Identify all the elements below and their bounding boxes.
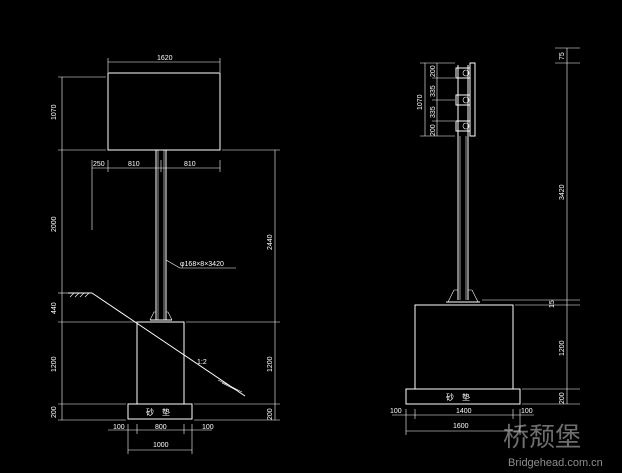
dim-segment-3: 335 <box>430 106 437 118</box>
dim-left-overhang: 250 <box>93 161 105 168</box>
dim-top: 75 <box>559 52 566 60</box>
dim-segment-1: 200 <box>430 65 437 77</box>
sand-footing <box>127 403 193 420</box>
dim-base-height-left: 1200 <box>51 356 58 372</box>
dim-footing-width: 1000 <box>153 442 169 449</box>
dim-footing-height: 200 <box>559 392 566 404</box>
dim-offset-left: 100 <box>390 408 402 415</box>
column-spec-label: φ168×8×3420 <box>180 261 224 268</box>
sign-board <box>107 72 221 151</box>
slope-ratio: 1:2 <box>197 359 207 366</box>
dim-board-height: 1070 <box>417 94 424 110</box>
bracket-top <box>455 67 471 79</box>
stiffener-plates <box>447 289 479 303</box>
footing-label: 砂 垫 <box>446 392 470 402</box>
dim-column-height: 3420 <box>559 184 566 200</box>
dim-segment-2: 335 <box>430 85 437 97</box>
dim-embed-depth: 440 <box>51 302 58 314</box>
dim-board-height: 1070 <box>51 104 58 120</box>
sand-footing <box>405 388 521 405</box>
dim-offset-right: 100 <box>202 424 214 431</box>
watermark-logo: 桥颓堡 <box>503 423 581 453</box>
dim-segment-4: 200 <box>430 124 437 136</box>
right-side-view: 砂 垫 100 1400 100 1600 1070 200 335 335 2… <box>390 47 580 435</box>
dim-board-width: 1620 <box>157 55 173 62</box>
dim-gap: 15 <box>549 300 556 308</box>
concrete-base <box>136 321 185 405</box>
stiffener-plates <box>149 311 173 321</box>
dim-footing-width: 1600 <box>453 423 469 430</box>
dim-base-width: 800 <box>155 424 167 431</box>
dim-column-height: 2000 <box>51 216 58 232</box>
footing-label: 砂 垫 <box>146 407 170 417</box>
dim-base-height-right: 1200 <box>267 356 274 372</box>
dim-offset-left: 100 <box>113 424 125 431</box>
bracket-middle <box>455 94 471 106</box>
slope-line <box>91 292 246 397</box>
dim-half-right: 810 <box>184 161 196 168</box>
dim-total-height: 2440 <box>267 234 274 250</box>
dim-offset-right: 100 <box>521 408 533 415</box>
bracket-bottom <box>455 120 471 132</box>
watermark: 桥颓堡 Bridgehead.com.cn <box>503 423 603 469</box>
watermark-url: Bridgehead.com.cn <box>508 457 603 469</box>
dim-half-left: 810 <box>128 161 140 168</box>
dim-footing-height-left: 200 <box>51 406 58 418</box>
board-profile <box>469 62 476 137</box>
dim-base-height: 1200 <box>559 340 566 356</box>
dim-base-width: 1400 <box>456 408 472 415</box>
concrete-base <box>414 304 514 390</box>
left-elevation-view: 1620 250 810 810 φ168×8×3420 1:2 <box>51 55 280 454</box>
dim-footing-height-right: 200 <box>267 408 274 420</box>
